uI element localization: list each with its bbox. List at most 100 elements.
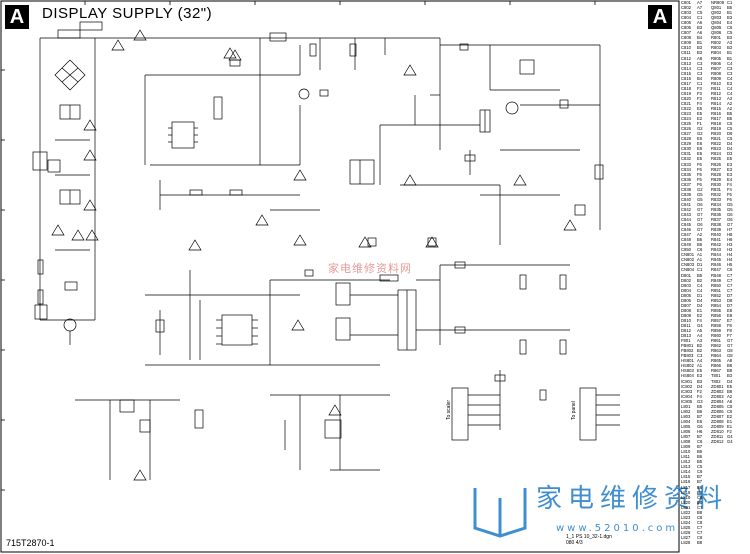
table-cell: L821 [681,504,691,510]
table-cell: IC802 [681,383,693,389]
table-cell: D1 [697,262,703,268]
table-cell: C5 [727,121,733,127]
table-cell: G8 [727,348,733,354]
table-cell: C809 [681,40,692,46]
table-cell: C806 [681,25,692,31]
table-cell: E5 [697,156,703,162]
table-cell: IC804 [681,393,693,399]
table-cell: R849 [711,277,722,283]
table-cell: C839 [681,191,692,197]
watermark-logo-text: 家电维修资料 [536,484,729,514]
table-cell: R826 [711,161,722,167]
table-cell: C828 [681,136,692,142]
table-cell: B7 [697,474,703,480]
table-cell: D813 [681,333,692,339]
table-cell: B8 [697,499,703,505]
table-cell: F3 [697,95,702,101]
table-cell: E3 [727,171,733,177]
table-cell: A3 [727,40,733,46]
table-cell: R809 [711,75,722,81]
table-cell: B5 [697,272,703,278]
table-cell: F3 [697,85,702,91]
table-cell: B3 [727,15,733,21]
table-cell: C7 [727,277,733,283]
table-cell: C804 [681,15,692,21]
table-cell: C3 [727,70,733,76]
table-cell: C1 [727,0,733,5]
table-cell: C7 [697,529,703,535]
table-cell: R836 [711,211,722,217]
table-cell: C819 [681,90,692,96]
table-cell: B1 [727,50,733,56]
sheet-badge-left: A [5,5,29,29]
table-cell: C8 [697,494,703,500]
table-cell: C7 [727,282,733,288]
table-cell: R842 [711,242,722,248]
table-cell: R801 [711,35,722,41]
table-cell: B4 [697,35,703,41]
table-cell: F3 [697,90,702,96]
table-cell: CN801 [681,252,695,258]
table-cell: R805 [711,55,722,61]
table-cell: C8 [697,514,703,520]
table-cell: C813 [681,60,692,66]
table-cell: L808 [681,439,691,445]
table-cell: R853 [711,297,722,303]
table-cell: R824 [711,151,722,157]
watermark-logo-icon [473,488,527,538]
table-cell: A3 [697,338,703,344]
table-cell: G7 [727,222,733,228]
schematic-diagram: To scaler To panel [0,0,680,553]
table-cell: IC805 [681,398,693,404]
table-cell: E6 [697,136,703,142]
table-cell: B7 [697,413,703,419]
table-cell: G7 [697,227,703,233]
table-cell: F8 [727,328,732,334]
table-cell: E2 [727,413,733,419]
table-cell: H6 [727,237,733,243]
table-cell: L819 [681,494,691,500]
table-cell: C823 [681,111,692,117]
table-cell: B3 [697,378,703,384]
table-cell: R810 [711,80,722,86]
table-cell: D802 [681,277,692,283]
table-cell: R825 [711,156,722,162]
table-cell: C834 [681,166,692,172]
table-cell: R864 [711,353,722,359]
table-cell: B6 [697,242,703,248]
table-cell: HS802 [681,363,694,369]
table-cell: E6 [697,418,703,424]
table-cell: R815 [711,105,722,111]
mains-input-section [32,29,147,345]
table-cell: E6 [697,151,703,157]
table-cell: C802 [681,5,692,11]
table-cell: A2 [697,232,703,238]
table-cell: ZD801 [711,383,724,389]
table-cell: R832 [711,191,722,197]
table-cell: C5 [727,30,733,36]
table-cell: E2 [697,116,703,122]
table-cell: R807 [711,65,722,71]
table-cell: T802 [711,378,721,384]
table-cell: R835 [711,206,722,212]
table-cell: C3 [697,60,703,66]
table-cell: R838 [711,222,722,228]
table-cell: ZD805 [711,403,724,409]
table-cell: R821 [711,136,722,142]
table-cell: C818 [681,85,692,91]
